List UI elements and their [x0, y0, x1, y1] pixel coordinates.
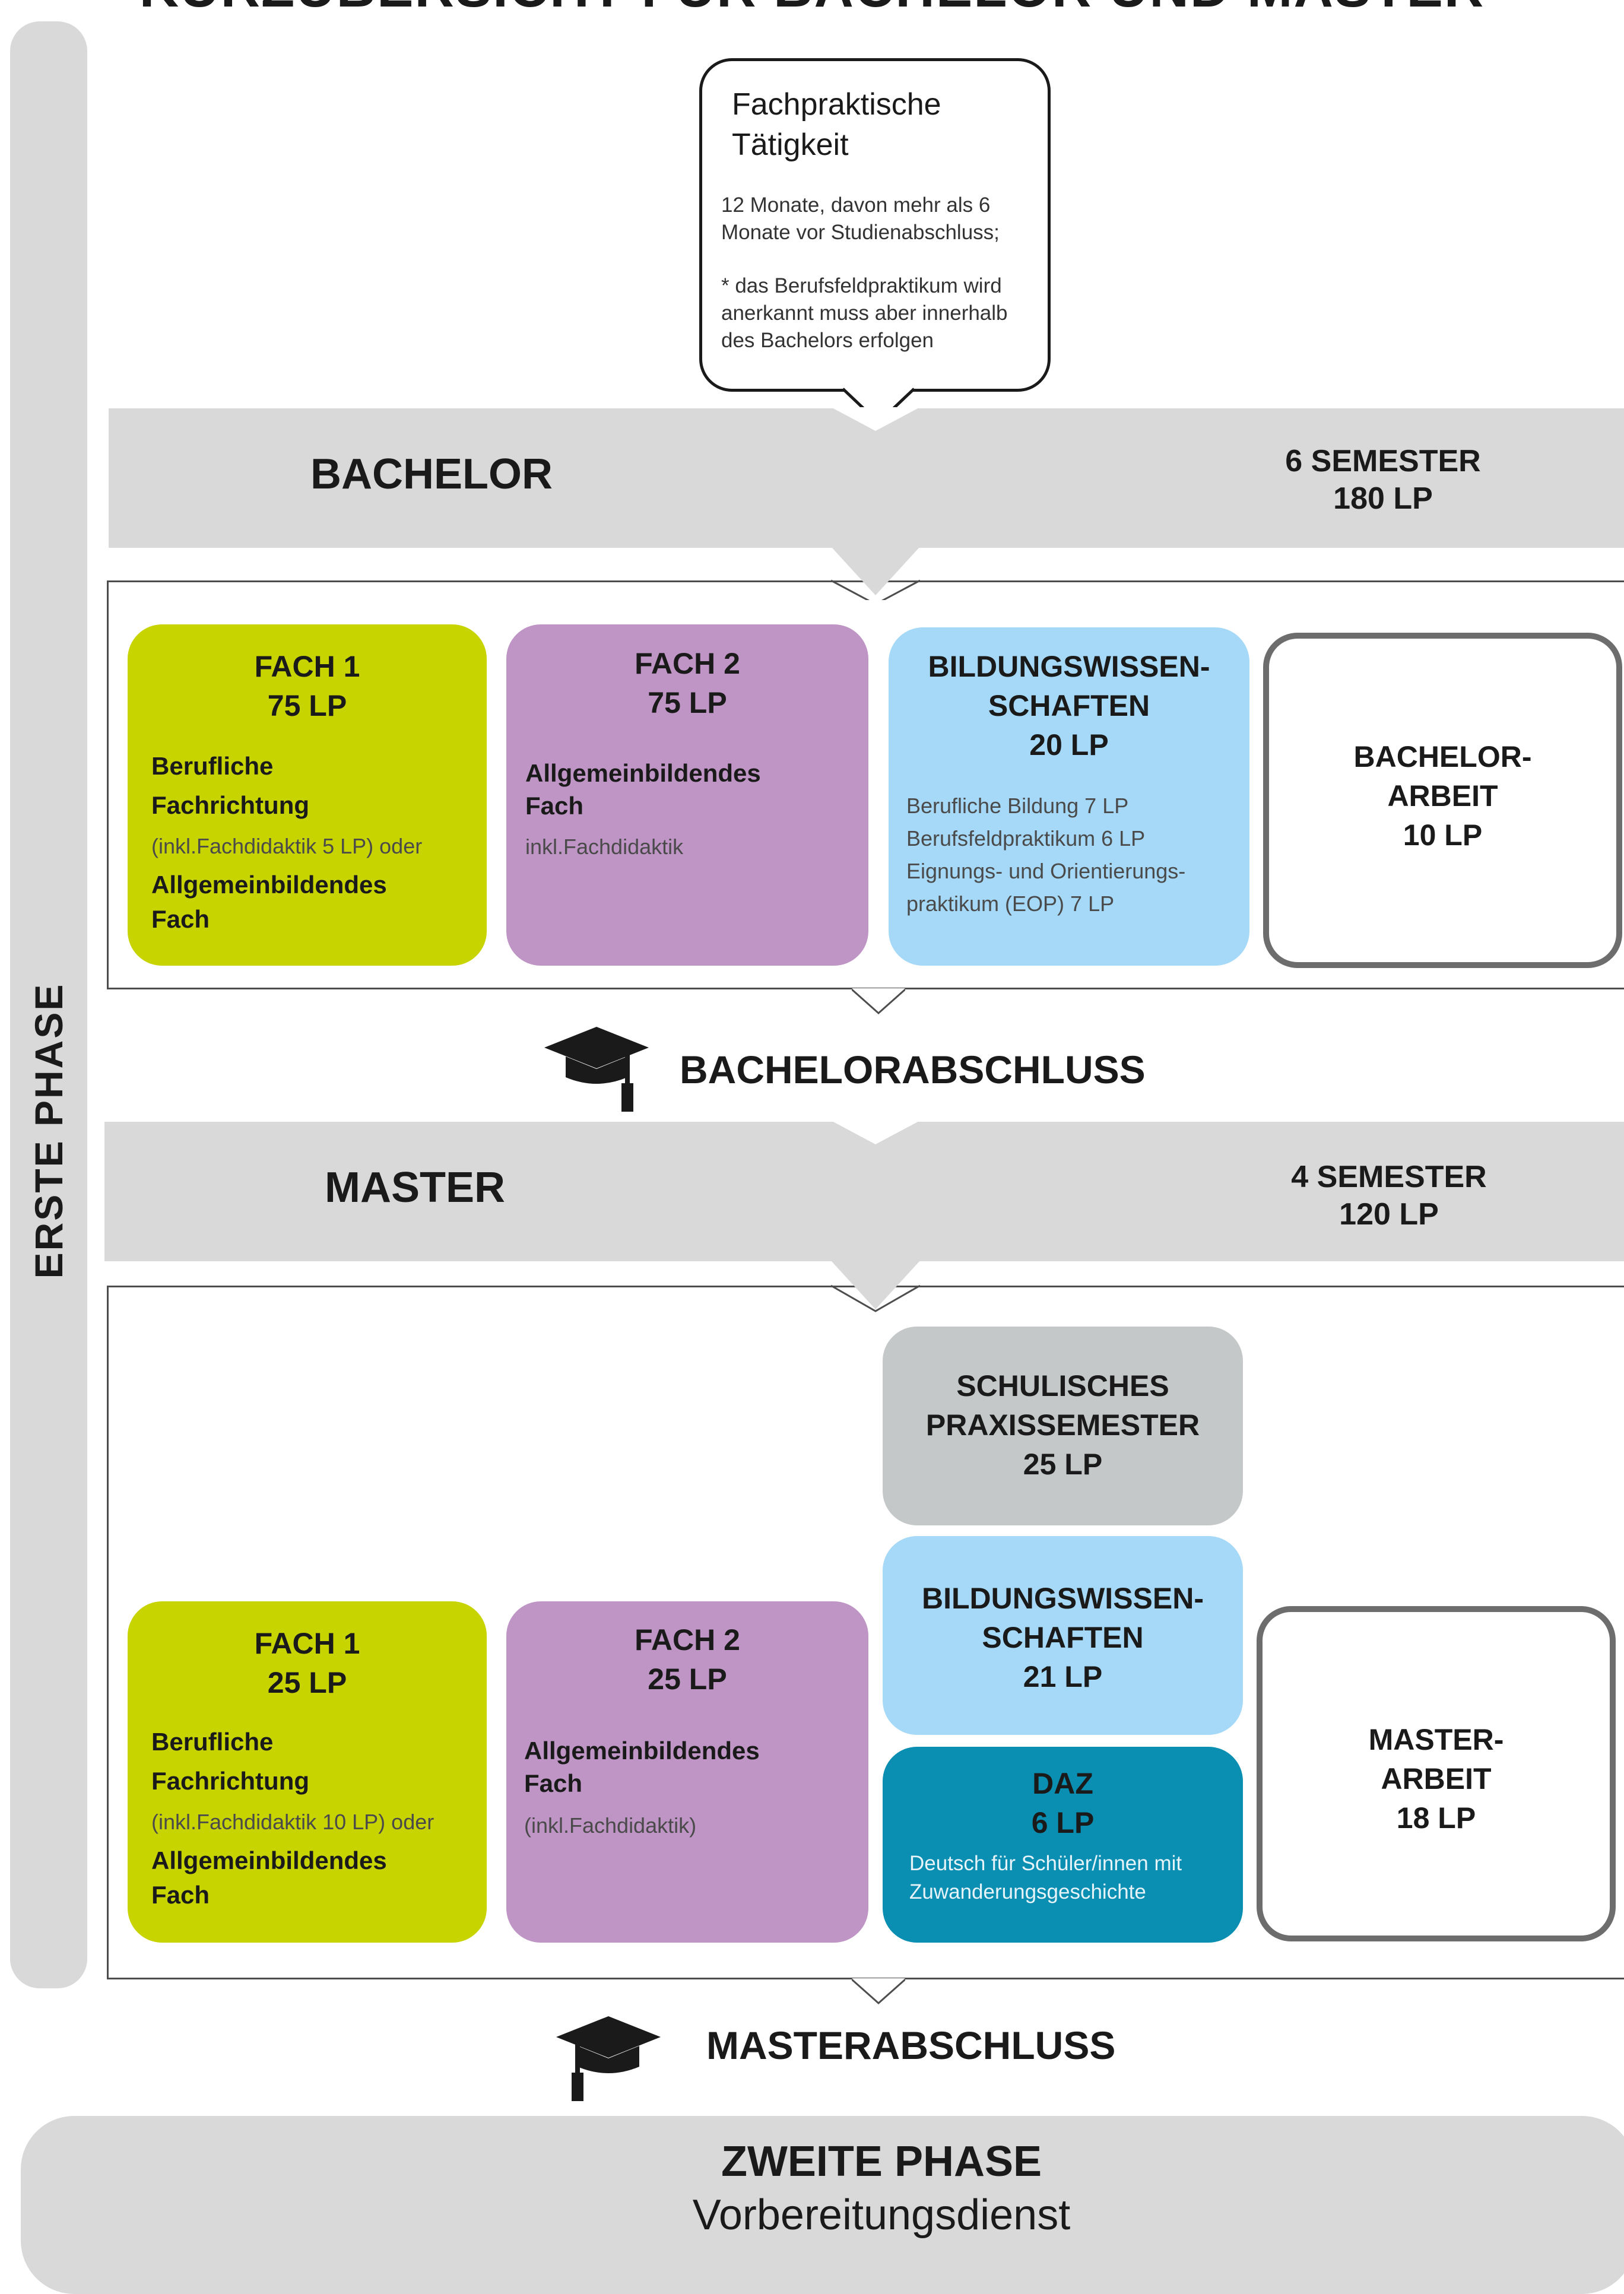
banner-notch-top	[831, 407, 920, 431]
banner-notch-top-master	[831, 1121, 920, 1144]
master-thesis-label: MASTER- ARBEIT 18 LP	[1368, 1723, 1504, 1835]
master-fach2-box	[506, 1601, 868, 1943]
graduation-cap-icon	[556, 2016, 661, 2101]
page-title: KURZÜBERSICHT FÜR BACHELOR UND MASTER	[0, 0, 1624, 20]
master-daz-box	[883, 1747, 1243, 1943]
master-praxis-label: SCHULISCHES PRAXISSEMESTER 25 LP	[925, 1369, 1200, 1481]
master-fach1-details: Berufliche Fachrichtung (inkl.Fachdidakt…	[151, 1728, 434, 1909]
bachelor-fach1-heading: FACH 1 75 LP	[254, 650, 360, 722]
bachelor-banner	[109, 408, 1624, 548]
master-fach1-box	[128, 1601, 487, 1943]
master-summary: 4 SEMESTER 120 LP	[1291, 1160, 1487, 1232]
master-daz-description: Deutsch für Schüler/innen mit Zuwanderun…	[909, 1852, 1182, 1903]
bachelor-bildung-list: Berufliche Bildung 7 LP Berufsfeldprakti…	[906, 794, 1186, 916]
bachelor-summary: 6 SEMESTER 180 LP	[1285, 444, 1481, 516]
bachelor-bildung-box	[889, 627, 1249, 966]
bachelor-fach2-heading: FACH 2 75 LP	[635, 647, 740, 719]
phase-label-first: ERSTE PHASE	[27, 982, 71, 1279]
bachelor-fach1-box	[128, 624, 487, 966]
bachelor-bildung-heading: BILDUNGSWISSEN- SCHAFTEN 20 LP	[928, 650, 1210, 762]
master-fach1-heading: FACH 1 25 LP	[254, 1627, 360, 1699]
bachelor-thesis-box	[1263, 633, 1622, 968]
practice-text: 12 Monate, davon mehr als 6 Monate vor S…	[721, 193, 1008, 352]
bachelor-fach1-details: Berufliche Fachrichtung (inkl.Fachdidakt…	[151, 752, 423, 933]
master-praxis-box	[883, 1327, 1243, 1525]
graduation-cap-icon	[544, 1027, 649, 1112]
bachelor-title: BACHELOR	[310, 450, 553, 498]
master-bildung-label: BILDUNGSWISSEN- SCHAFTEN 21 LP	[922, 1582, 1204, 1693]
second-phase-heading: ZWEITE PHASE Vorbereitungsdienst	[692, 2138, 1071, 2239]
master-banner	[104, 1122, 1624, 1261]
practice-bubble	[699, 58, 1051, 392]
master-panel-notch	[852, 1978, 905, 2005]
master-thesis-box	[1257, 1606, 1616, 1941]
bachelor-thesis-label: BACHELOR- ARBEIT 10 LP	[1353, 740, 1532, 852]
bachelor-arrow	[831, 547, 920, 600]
master-arrow	[831, 1261, 920, 1312]
practice-title: Fachpraktische Tätigkeit	[732, 87, 941, 162]
master-daz-heading: DAZ 6 LP	[1031, 1767, 1095, 1839]
master-bildung-box	[883, 1536, 1243, 1735]
master-title: MASTER	[325, 1164, 505, 1211]
bachelor-panel-notch	[852, 988, 905, 1015]
phase-bar-first	[10, 21, 87, 1988]
master-fach2-heading: FACH 2 25 LP	[635, 1623, 740, 1696]
bachelor-fach2-box	[506, 624, 868, 966]
master-degree-label: MASTERABSCHLUSS	[706, 2023, 1116, 2067]
bachelor-degree-label: BACHELORABSCHLUSS	[680, 1048, 1146, 1092]
bachelor-fach2-details: Allgemeinbildendes Fach inkl.Fachdidakti…	[525, 759, 761, 859]
master-fach2-details: Allgemeinbildendes Fach (inkl.Fachdidakt…	[524, 1737, 760, 1838]
